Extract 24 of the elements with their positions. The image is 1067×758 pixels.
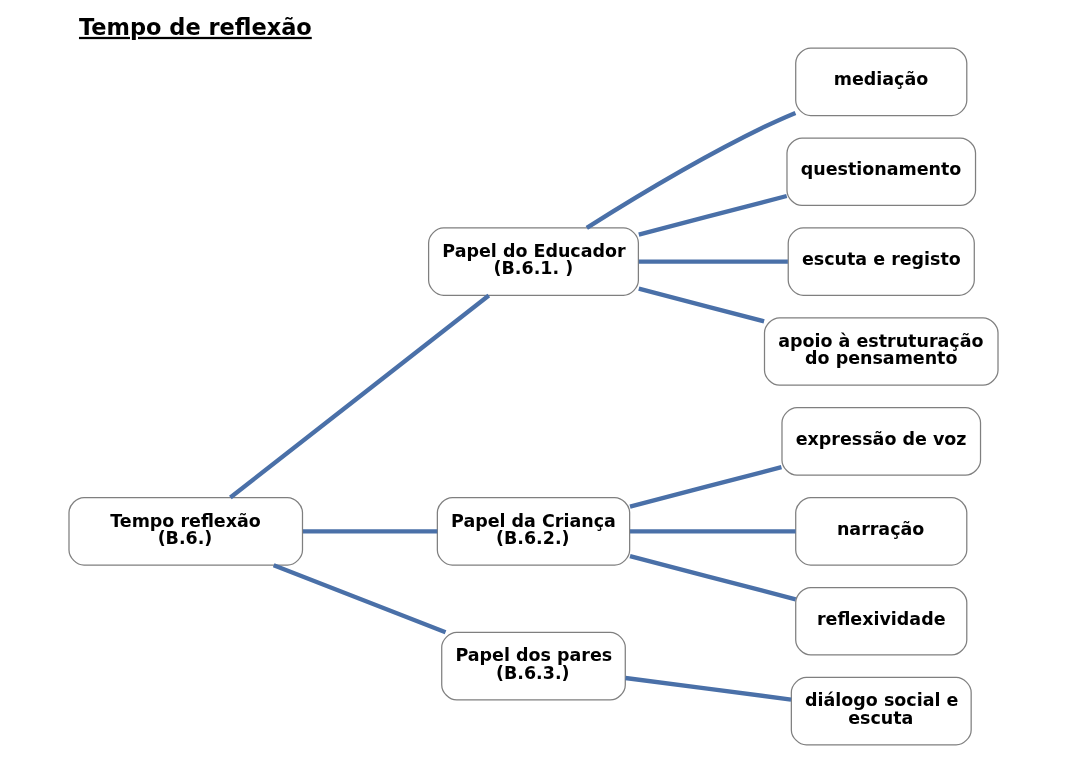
node-box: diálogo social e escuta <box>790 676 972 746</box>
node-box: Papel da Criança (B.6.2.) <box>436 497 631 566</box>
connector <box>302 529 438 534</box>
node-box: apoio à estruturação do pensamento <box>763 317 999 386</box>
diagram-title: Tempo de reflexão <box>78 13 312 40</box>
connector <box>629 554 797 602</box>
connector <box>630 529 796 534</box>
node-box: narração <box>795 497 968 566</box>
connector <box>629 464 782 509</box>
connector <box>638 259 788 264</box>
connector <box>272 563 447 635</box>
node-box: reflexividade <box>795 586 968 656</box>
node-box: Papel do Educador (B.6.1. ) <box>428 227 639 296</box>
node-box: Tempo reflexão (B.6.) <box>68 497 304 566</box>
connector <box>638 193 788 237</box>
connector <box>625 675 792 702</box>
node-box: mediação <box>795 47 968 117</box>
node-box: expressão de voz <box>781 407 982 476</box>
node-box: escuta e registo <box>787 227 975 296</box>
node-box: Papel dos pares (B.6.3.) <box>441 631 626 701</box>
connector <box>638 286 765 324</box>
connector <box>229 293 491 500</box>
node-box: questionamento <box>786 137 977 207</box>
connector <box>585 110 797 230</box>
